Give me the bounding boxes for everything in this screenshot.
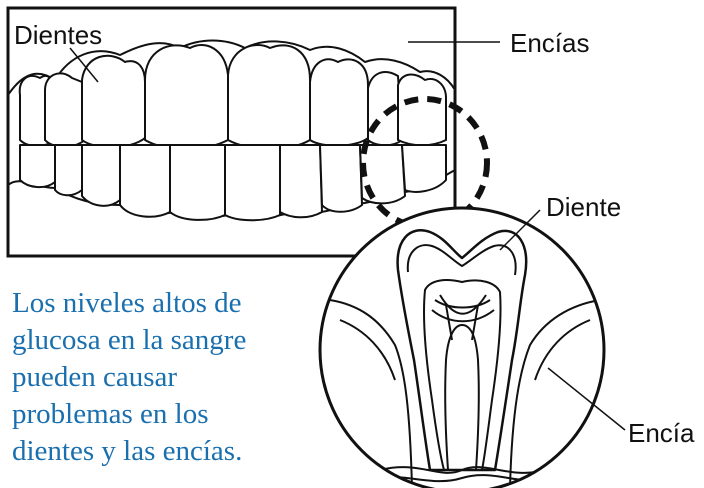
gum-tissue <box>329 299 413 488</box>
leader-tooth <box>499 209 541 251</box>
pulp-chamber <box>423 279 502 471</box>
tooth-outline <box>396 229 528 472</box>
caption-line: pueden causar <box>12 361 178 393</box>
label-tooth: Diente <box>546 192 622 222</box>
label-teeth: Dientes <box>14 20 103 50</box>
caption-line: glucosa en la sangre <box>12 324 247 356</box>
label-gums: Encías <box>510 28 590 58</box>
caption-line: Los niveles altos de <box>12 287 242 319</box>
magnified-tooth <box>318 206 626 488</box>
caption-line: dientes y las encías. <box>12 435 243 467</box>
caption: Los niveles altos de glucosa en la sangr… <box>12 285 312 470</box>
caption-line: problemas en los <box>12 398 209 430</box>
magnifier-circle <box>318 206 606 488</box>
lower-teeth <box>19 144 447 222</box>
leader-teeth <box>69 47 99 83</box>
label-gum: Encía <box>628 418 695 448</box>
leader-gum <box>547 367 626 431</box>
teeth-panel <box>6 6 500 258</box>
